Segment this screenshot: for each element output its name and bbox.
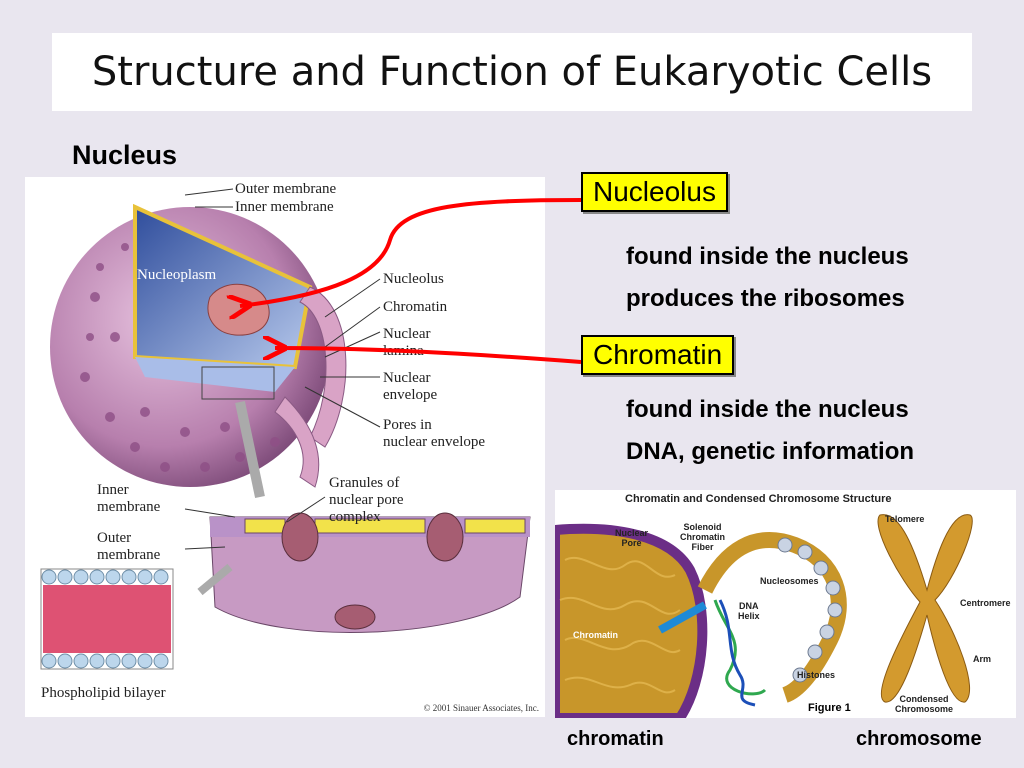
chromatin-desc-line1: found inside the nucleus [626, 396, 909, 423]
nucleolus-callout: Nucleolus [581, 172, 728, 212]
pore-spots [80, 243, 280, 472]
chromosome-illustration [555, 514, 973, 718]
label-nucleoplasm: Nucleoplasm [137, 267, 217, 283]
page-title: Structure and Function of Eukaryotic Cel… [91, 49, 933, 95]
chromosome-diagram: Chromatin and Condensed Chromosome Struc… [555, 490, 1016, 718]
label-granules: Granules of nuclear pore complex [329, 475, 404, 525]
label-nucleosomes: Nucleosomes [760, 576, 819, 586]
er-folds [274, 286, 347, 488]
caption-chromosome: chromosome [856, 728, 982, 750]
label-chromatin: Chromatin [383, 299, 448, 315]
bilayer-heads [41, 569, 169, 669]
label-inner-membrane-2: Inner membrane [97, 482, 161, 515]
label-condensed: Condensed Chromosome [895, 694, 954, 714]
solenoid-fiber [697, 532, 847, 703]
label-nuclear-envelope: Nuclear envelope [383, 370, 438, 403]
pore-inset-box [201, 366, 275, 400]
copyright-text: © 2001 Sinauer Associates, Inc. [423, 703, 539, 713]
pore-complex [281, 512, 464, 630]
label-phospholipid: Phospholipid bilayer [41, 685, 166, 701]
label-chromatin-right: Chromatin [573, 630, 618, 640]
label-pores: Pores in nuclear envelope [383, 417, 486, 450]
label-outer-membrane-2: Outer membrane [97, 530, 161, 563]
chromatin-desc-line2: DNA, genetic information [626, 438, 915, 465]
blue-arrow [658, 601, 707, 634]
title-box: Structure and Function of Eukaryotic Cel… [52, 33, 972, 111]
chromosome-diagram-title: Chromatin and Condensed Chromosome Struc… [625, 493, 892, 505]
dna-helix [713, 599, 767, 696]
label-outer-membrane: Outer membrane [235, 181, 337, 197]
nucleus-diagram: Outer membrane Inner membrane Nucleoplas… [25, 177, 545, 717]
caption-chromatin: chromatin [567, 728, 664, 750]
label-nuclear-lamina: Nuclear lamina [383, 326, 431, 359]
label-nuclear-pore: Nuclear Pore [615, 528, 649, 548]
inset-arrow [235, 400, 265, 499]
label-solenoid: Solenoid Chromatin Fiber [680, 522, 725, 552]
label-centromere: Centromere [960, 598, 1011, 608]
label-inner-membrane: Inner membrane [235, 199, 334, 215]
label-telomere: Telomere [885, 514, 925, 524]
condensed-chromosome [877, 514, 973, 703]
label-dna-helix: DNA Helix [738, 601, 760, 621]
chromatin-description: found inside the nucleus DNA, genetic in… [626, 389, 914, 473]
cutaway-floor [135, 357, 295, 392]
label-arm: Arm [973, 654, 992, 664]
nucleolus-description: found inside the nucleus produces the ri… [626, 236, 909, 320]
section-heading: Nucleus [72, 140, 178, 170]
figure-label: Figure 1 [808, 702, 851, 714]
label-histones: Histones [797, 670, 836, 680]
nucleolus-desc-line2: produces the ribosomes [626, 285, 905, 312]
nucleosome-beads [777, 537, 843, 683]
chromatin-callout: Chromatin [581, 335, 735, 375]
bilayer-tails [43, 585, 171, 653]
nucleolus-desc-line1: found inside the nucleus [626, 243, 909, 270]
nucleolus-shape [207, 283, 270, 336]
label-nucleolus: Nucleolus [383, 271, 444, 287]
